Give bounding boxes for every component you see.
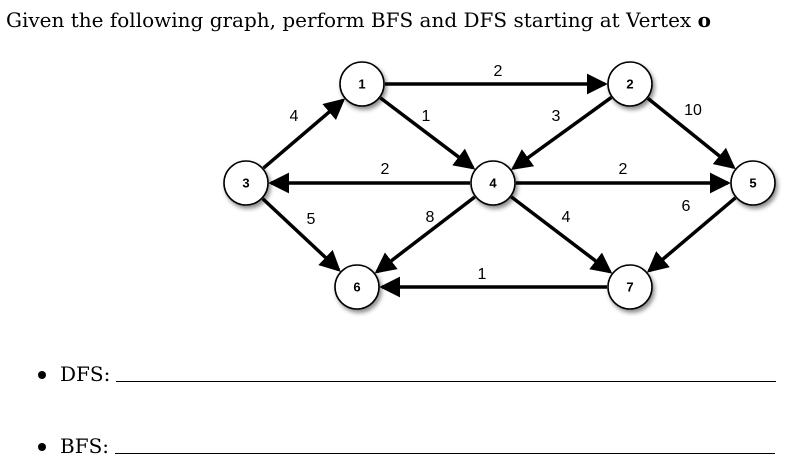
edge-3-to-6 [261,197,341,272]
edge-weight-3-6: 5 [307,211,316,228]
vertex-7: 7 [607,264,653,310]
edge-weight-2-4: 3 [552,108,561,125]
bfs-answer-row: BFS: [38,432,776,458]
vertex-label: 2 [626,76,633,91]
vertex-circle [339,61,385,107]
edge-weights-layer: 2 1 3 10 4 2 5 2 8 4 6 1 [290,63,702,283]
dfs-answer-blank[interactable] [116,380,777,382]
vertex-label: 5 [749,175,756,190]
question-text: Given the following graph, perform BFS a… [6,8,711,32]
vertex-label: 1 [358,76,365,91]
edge-weight-7-6: 1 [478,266,487,283]
edge-weight-4-7: 4 [562,209,571,226]
vertex-label: 3 [242,175,249,190]
vertex-label: 6 [353,279,360,294]
edge-weight-5-7: 6 [682,198,691,215]
vertex-label: 4 [489,175,497,190]
vertex-circle [607,264,653,310]
vertex-label: 7 [626,279,633,294]
vertex-circle [470,160,516,206]
vertex-4: 4 [470,160,516,206]
edges-layer [261,73,737,298]
dfs-answer-row: DFS: [38,360,777,386]
bfs-label: BFS: [60,434,110,458]
vertex-circle [607,61,653,107]
vertex-6: 6 [334,264,380,310]
edge-2-to-4 [510,96,613,170]
vertex-circle [730,160,776,206]
vertex-2: 2 [607,61,653,107]
bullet-icon [38,371,46,379]
edge-weight-1-4: 1 [422,108,431,125]
vertex-5: 5 [730,160,776,206]
question-prefix: Given the following graph, perform BFS a… [6,8,698,32]
edge-2-to-5 [646,97,736,170]
edge-4-to-6 [374,195,476,274]
edge-weight-1-2: 2 [494,63,503,80]
edge-3-to-1 [262,98,346,170]
vertex-1: 1 [339,61,385,107]
vertex-3: 3 [223,160,269,206]
edge-weight-4-6: 8 [426,209,435,226]
bfs-answer-blank[interactable] [115,452,776,454]
edge-weight-3-1: 4 [290,108,299,125]
start-vertex: o [697,8,711,32]
nodes-layer: 1 2 3 4 5 6 7 [223,61,776,310]
edge-weight-2-5: 10 [684,102,702,119]
edge-5-to-7 [646,196,737,273]
bullet-icon [38,443,46,451]
vertex-circle [223,160,269,206]
edge-weight-4-5: 2 [619,161,628,178]
edge-4-to-7 [510,195,613,274]
dfs-label: DFS: [60,362,111,386]
vertex-circle [334,264,380,310]
edge-1-to-4 [379,96,476,170]
edge-weight-4-3: 2 [381,161,390,178]
